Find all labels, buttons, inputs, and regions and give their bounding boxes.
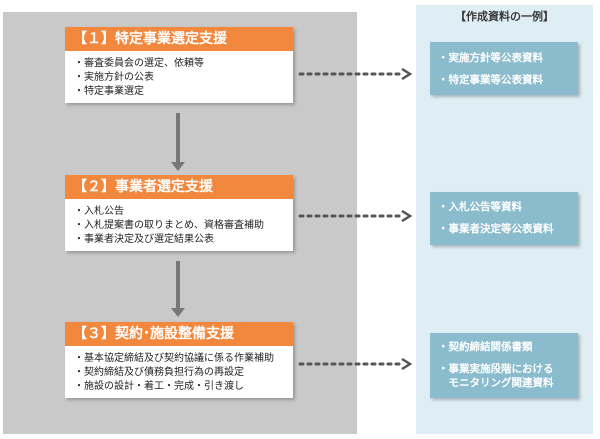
flow-arrow-down [171,261,185,317]
step-3-title: 【３】契約･施設整備支援 [65,322,293,346]
step-1-item: 特定事業選定 [74,85,293,99]
document-item: ・実施方針等公表資料 [438,52,543,64]
example-documents-title: 【作成資料の一例】 [455,10,554,23]
step-1-item: 審査委員会の選定、依頼等 [74,57,293,71]
step-1-title: 【１】特定事業選定支援 [65,27,293,51]
step-1-item: 実施方針の公表 [74,71,293,85]
step-2-list: 入札公告 入札提案書の取りまとめ、資格審査補助 事業者決定及び選定結果公表 [65,199,293,251]
dotted-arrow-right [298,210,413,222]
documents-box-3: ・契約締結関係書類 ・事業実施段階における モニタリング関連資料 [430,333,578,398]
step-1-box: 【１】特定事業選定支援 審査委員会の選定、依頼等 実施方針の公表 特定事業選定 [65,27,293,103]
step-3-item: 基本協定締結及び契約協議に係る作業補助 [74,352,293,366]
document-item: ・契約締結関係書類 [438,341,533,353]
document-item: ・特定事業等公表資料 [438,74,543,86]
dotted-arrow-right [298,358,413,370]
step-2-item: 入札提案書の取りまとめ、資格審査補助 [74,219,293,233]
step-1-list: 審査委員会の選定、依頼等 実施方針の公表 特定事業選定 [65,51,293,103]
flow-arrow-down [171,113,185,171]
step-2-box: 【２】事業者選定支援 入札公告 入札提案書の取りまとめ、資格審査補助 事業者決定… [65,175,293,251]
step-2-item: 入札公告 [74,205,293,219]
step-3-list: 基本協定締結及び契約協議に係る作業補助 契約締結及び債務負担行為の再設定 施設の… [65,346,293,398]
document-item: ・事業者決定等公表資料 [438,223,554,235]
dotted-arrow-right [298,68,413,80]
step-3-item: 契約締結及び債務負担行為の再設定 [74,366,293,380]
document-item: モニタリング関連資料 [438,377,554,389]
step-3-item: 施設の設計・着工・完成・引き渡し [74,380,293,394]
step-2-title: 【２】事業者選定支援 [65,175,293,199]
documents-box-2: ・入札公告等資料 ・事業者決定等公表資料 [430,192,578,245]
document-item: ・入札公告等資料 [438,201,522,213]
documents-box-1: ・実施方針等公表資料 ・特定事業等公表資料 [430,42,578,95]
document-item: ・事業実施段階における [438,363,554,375]
step-3-box: 【３】契約･施設整備支援 基本協定締結及び契約協議に係る作業補助 契約締結及び債… [65,322,293,398]
step-2-item: 事業者決定及び選定結果公表 [74,233,293,247]
